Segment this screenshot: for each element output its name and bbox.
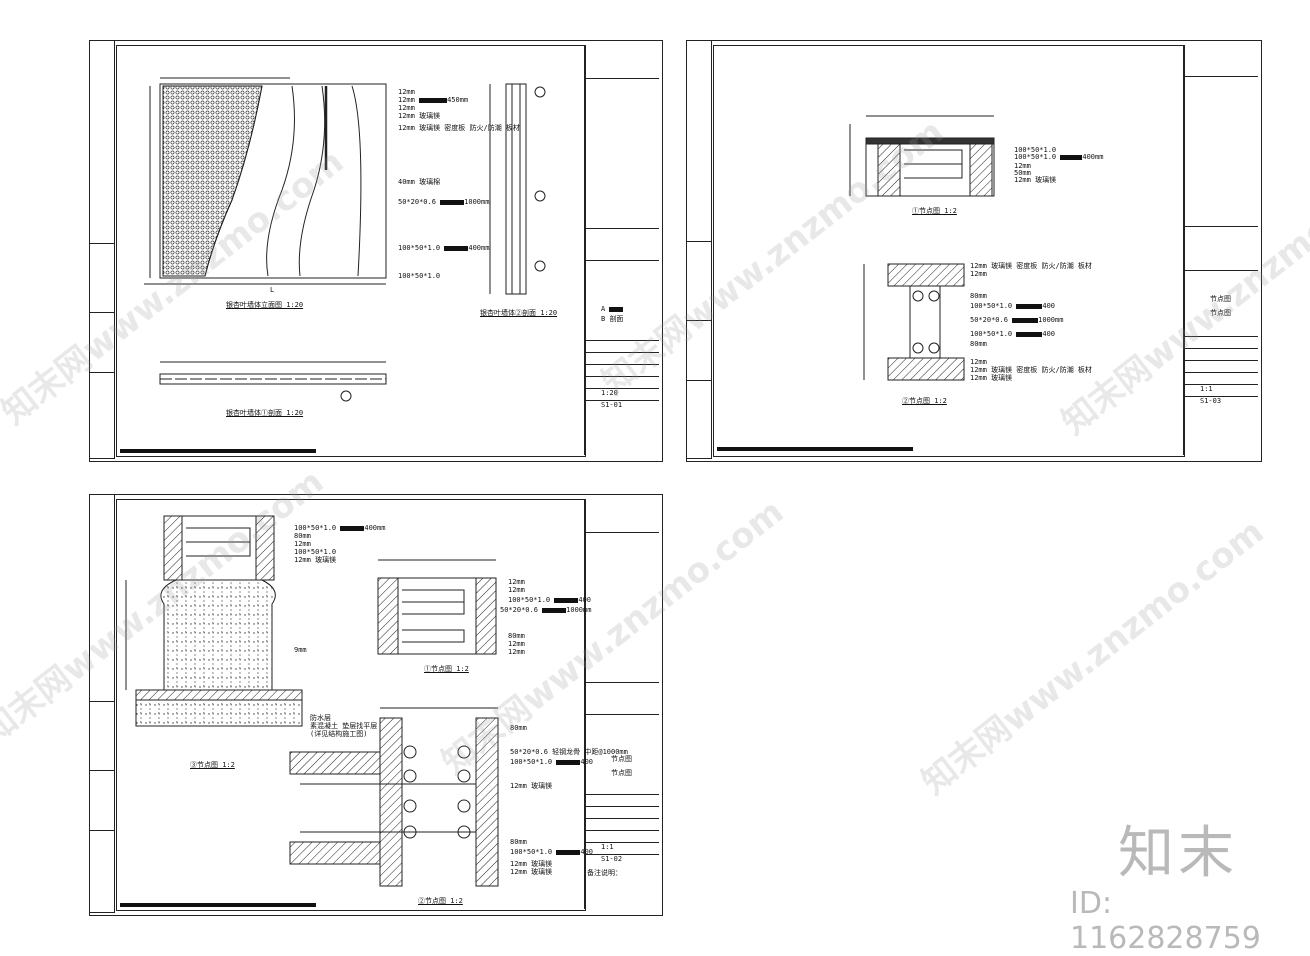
- callout: 12mm 450mm: [398, 96, 469, 104]
- title-block: 1:1 S1-03 节点图 节点图: [1183, 45, 1258, 455]
- node-detail-2: [863, 263, 965, 381]
- callout: 80mm: [508, 632, 525, 640]
- callout: 12mm 玻璃镁 密度板 防火/防潮 板材: [398, 124, 520, 132]
- drawing-caption: ①节点图 1:2: [912, 207, 957, 215]
- notes-label: 备注说明：: [587, 869, 622, 877]
- ground-note: 素混凝土 垫层找平层: [310, 722, 378, 730]
- section-view-1: [489, 83, 546, 295]
- callout: 50*20*0.6 轻钢龙骨 中距@1000mm: [510, 748, 628, 756]
- callout: 12mm 玻璃镁: [510, 868, 553, 876]
- callout: 12mm 玻璃镁: [294, 556, 337, 564]
- legend-b: B 剖面: [601, 315, 624, 323]
- callout: 80mm: [294, 532, 311, 540]
- sheet-number: S1-03: [1200, 397, 1222, 405]
- footer-bar: [120, 903, 316, 907]
- callout: 40mm 玻璃棉: [398, 178, 441, 186]
- callout: 12mm: [398, 88, 415, 96]
- callout: 100*50*1.0 400mm: [294, 524, 386, 532]
- drawing-caption: ③节点图 1:2: [190, 761, 235, 769]
- drawing-caption: 银杏叶墙体①剖面 1:20: [226, 409, 304, 417]
- callout: 80mm: [970, 340, 987, 348]
- callout: 12mm 玻璃镁: [510, 860, 553, 868]
- node-detail-5: [289, 707, 499, 887]
- callout: 9mm: [294, 646, 307, 654]
- drawing-caption: ①节点图 1:2: [424, 665, 469, 673]
- callout: 12mm: [508, 640, 525, 648]
- brand-logo: 知末: [1118, 821, 1238, 886]
- drawing-caption: 银杏叶墙体立面图 1:20: [226, 301, 304, 309]
- callout: 12mm: [508, 648, 525, 656]
- sheet-number: S1-01: [601, 401, 623, 409]
- callout: 12mm 玻璃镁: [970, 374, 1013, 382]
- scale-value: 1:1: [1200, 385, 1213, 393]
- drawing-area: [116, 499, 586, 911]
- title-block: 1:20 S1-01 A B 剖面: [584, 45, 659, 455]
- callout: 12mm 玻璃镁: [1014, 176, 1057, 184]
- drawing-caption: ②节点图 1:2: [418, 897, 463, 905]
- callout: 50*20*0.6 1000mm: [970, 316, 1064, 324]
- node-detail-1: [849, 115, 995, 197]
- callout: 100*50*1.0 400mm: [1014, 153, 1104, 161]
- drawing-sheet-2: 1:1 S1-03 节点图 节点图: [686, 40, 1262, 462]
- title-block: 1:1 S1-02 备注说明： 节点图 节点图: [584, 499, 659, 909]
- callout: 12mm 玻璃镁 密度板 防火/防潮 板材: [970, 366, 1092, 374]
- node-detail-3: [125, 515, 303, 727]
- ground-note: 防水层: [310, 714, 331, 722]
- legend-2: 节点图: [1210, 309, 1231, 317]
- callout: 12mm: [970, 358, 987, 366]
- callout: 100*50*1.0 400mm: [398, 244, 490, 252]
- callout: 100*50*1.0: [398, 272, 441, 280]
- callout: 100*50*1.0 400: [510, 848, 594, 856]
- drawing-caption: 银杏叶墙体②剖面 1:20: [480, 309, 558, 317]
- elevation-view: [144, 77, 387, 285]
- drawing-area: [116, 45, 586, 457]
- drawing-caption: ②节点图 1:2: [902, 397, 947, 405]
- callout: 80mm: [510, 724, 527, 732]
- plan-view: [159, 361, 387, 402]
- callout: 50*20*0.6 1000mm: [398, 198, 490, 206]
- callout: 80mm: [970, 292, 987, 300]
- sheet-number: S1-02: [601, 855, 623, 863]
- brand-id: ID: 1162828759: [1070, 886, 1261, 956]
- callout: 100*50*1.0 400: [970, 330, 1056, 338]
- callout: 12mm: [508, 578, 525, 586]
- callout: 50mm: [1014, 169, 1031, 177]
- node-detail-4: [377, 559, 497, 655]
- callout: 80mm: [510, 838, 527, 846]
- callout: 100*50*1.0 400: [970, 302, 1056, 310]
- callout: 12mm 玻璃镁: [510, 782, 553, 790]
- callout: 12mm: [294, 540, 311, 548]
- callout: 12mm 玻璃镁: [398, 112, 441, 120]
- callout: 12mm: [398, 104, 415, 112]
- left-title-strip: [90, 495, 115, 913]
- callout: 100*50*1.0: [1014, 146, 1057, 154]
- ground-note: (详见结构施工图): [310, 730, 368, 738]
- footer-bar: [120, 449, 316, 453]
- callout: 12mm: [1014, 162, 1031, 170]
- scale-value: 1:1: [601, 843, 614, 851]
- callout: 100*50*1.0 400: [508, 596, 592, 604]
- legend-1: 节点图: [1210, 295, 1231, 303]
- left-title-strip: [90, 41, 115, 459]
- callout: L: [270, 286, 275, 294]
- callout: 12mm: [970, 270, 987, 278]
- legend-a: A: [601, 305, 624, 313]
- legend-2: 节点图: [611, 769, 632, 777]
- scale-value: 1:20: [601, 389, 618, 397]
- callout: 12mm: [508, 586, 525, 594]
- callout: 12mm 玻璃镁 密度板 防火/防潮 板材: [970, 262, 1092, 270]
- drawing-area: [713, 45, 1185, 457]
- callout: 100*50*1.0 400: [510, 758, 594, 766]
- footer-bar: [717, 447, 913, 451]
- legend-1: 节点图: [611, 755, 632, 763]
- left-title-strip: [687, 41, 712, 459]
- callout: 100*50*1.0: [294, 548, 337, 556]
- callout: 50*20*0.6 1000mm: [500, 606, 592, 614]
